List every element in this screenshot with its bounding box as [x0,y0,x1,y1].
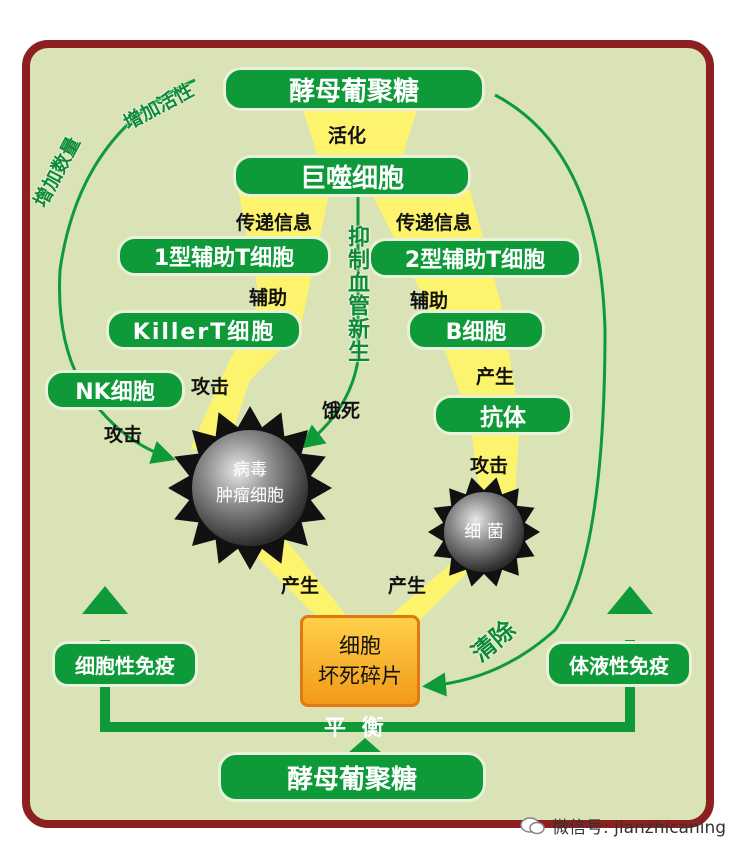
label-produce-bcell: 产生 [476,366,515,388]
label-starve: 饿死 [322,400,361,422]
clear-arc [422,93,607,697]
label-assist-left: 辅助 [249,287,288,309]
virus-label-line2: 肿瘤细胞 [216,486,284,506]
bacteria-cell-graphic [428,477,540,587]
label-activate: 活化 [328,125,367,147]
necrotic-debris-box: 细胞 坏死碎片 [300,615,420,707]
label-transmit-left: 传递信息 [236,212,313,234]
node-bottom-glucan: 酵母葡聚糖 [218,752,486,802]
node-macrophage: 巨噬细胞 [233,155,471,197]
cellular-immunity-box: 细胞性免疫 [52,641,198,687]
bacteria-label: 细 菌 [464,522,504,542]
node-killer-t: KillerT细胞 [106,310,302,350]
arrow-up-left [82,586,128,614]
label-produce-right: 产生 [388,575,427,597]
label-produce-left: 产生 [281,575,320,597]
virus-cell-graphic [168,406,332,570]
node-top-glucan: 酵母葡聚糖 [223,67,485,111]
debris-line1: 细胞 [339,634,381,658]
label-transmit-right: 传递信息 [396,212,473,234]
virus-label-line1: 病毒 [233,460,267,480]
watermark: 微信号: jianzhicaning [520,813,726,838]
label-inhibit-angiogenesis: 抑制血管新生 [344,225,369,363]
inhibit-arrow [300,195,360,449]
node-th1: 1型辅助T细胞 [117,236,331,276]
debris-line2: 坏死碎片 [318,664,402,688]
increase-arc [58,78,196,464]
label-assist-right: 辅助 [410,290,449,312]
humoral-immunity-box: 体液性免疫 [546,641,692,687]
cell-body [192,430,308,546]
watermark-text: 微信号: jianzhicaning [552,818,727,838]
virus-tumor-cell: 病毒 肿瘤细胞 [190,440,310,536]
bacteria-cell: 细 菌 [434,512,534,552]
label-attack-killer: 攻击 [191,376,230,398]
node-th2: 2型辅助T细胞 [368,238,582,278]
arrow-up-right [607,586,653,614]
node-b-cell: B细胞 [407,310,545,350]
label-balance: 平 衡 [324,716,388,741]
wechat-icon [520,816,545,834]
cell-body [444,492,524,572]
node-antibody: 抗体 [433,395,573,435]
label-attack-antibody: 攻击 [470,455,509,477]
label-attack-nk: 攻击 [104,424,143,446]
node-nk-cell: NK细胞 [45,370,185,410]
